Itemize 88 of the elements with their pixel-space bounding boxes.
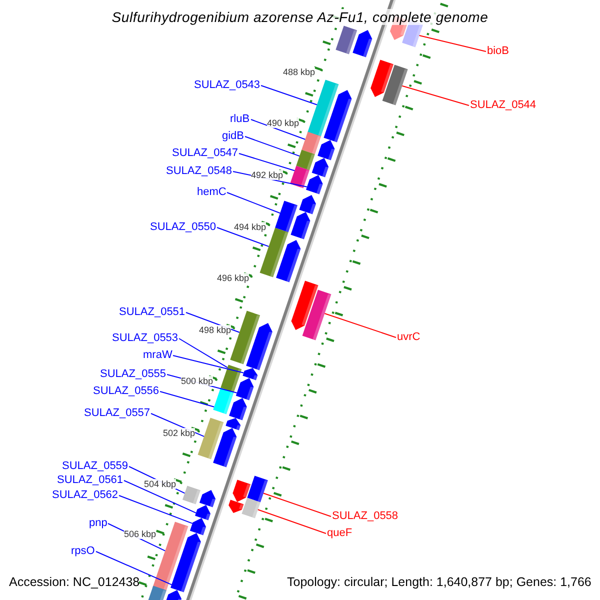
gene-block: [146, 586, 166, 600]
footer-text: Topology: circular; Length: 1,640,877 bp; Genes: 1,766: [287, 575, 592, 590]
gene-label: SULAZ_0548: [166, 164, 232, 178]
gene-block: [198, 418, 224, 460]
leader-line: [262, 492, 332, 517]
gene-block: [302, 132, 321, 154]
gene-block: [290, 166, 310, 188]
gene-block: [302, 290, 332, 340]
gene-block: [247, 476, 268, 502]
position-label: 504 kbp: [144, 478, 176, 488]
gene-label: gidB: [222, 130, 244, 142]
gene-pentagon: [324, 90, 352, 142]
gene-block: [220, 364, 242, 392]
leader-line: [260, 85, 318, 106]
gene-label: SULAZ_0557: [84, 406, 150, 420]
position-label: 492 kbp: [251, 170, 284, 180]
gene-label: SULAZ_0550: [150, 220, 216, 234]
leader-line: [226, 192, 281, 214]
position-label: 494 kbp: [234, 222, 266, 232]
footer-text: Accession: NC_012438: [9, 575, 140, 590]
gene-label: rpsO: [71, 544, 95, 558]
gene-pentagon: [213, 428, 237, 468]
gene-pentagon: [246, 323, 272, 370]
leader-line: [250, 119, 306, 140]
position-label: 496 kbp: [217, 272, 250, 282]
gene-pentagon: [352, 30, 372, 58]
gene-pentagon: [164, 590, 182, 600]
gene-label: uvrC: [397, 330, 420, 344]
leader-line: [418, 35, 486, 52]
gene-block: [242, 498, 260, 518]
gene-pentagon: [291, 280, 318, 330]
leader-line: [96, 551, 172, 586]
gene-pentagon: [195, 505, 210, 520]
gene-pentagon: [226, 418, 241, 430]
gene-block: [382, 64, 408, 106]
gene-pentagon: [318, 140, 335, 160]
gene-label: SULAZ_0561: [57, 474, 124, 486]
gene-block: [296, 150, 315, 170]
position-label: 506 kbp: [124, 528, 156, 538]
leader-line: [324, 312, 396, 338]
gene-label: mraW: [143, 348, 172, 362]
leader-line: [257, 509, 326, 534]
gene-pentagon: [228, 500, 244, 513]
gene-label: SULAZ_0559: [62, 460, 128, 472]
gene-label: SULAZ_0551: [119, 306, 186, 318]
gene-label: SULAZ_0547: [172, 146, 238, 160]
position-label: 498 kbp: [199, 324, 232, 334]
gene-label: pnp: [89, 516, 108, 530]
gene-pentagon: [306, 175, 323, 194]
gene-label: SULAZ_0555: [100, 368, 166, 380]
gene-pentagon: [242, 368, 258, 380]
leader-line: [172, 355, 244, 374]
leader-line: [402, 85, 470, 106]
gene-pentagon: [276, 240, 301, 282]
gene-block: [230, 310, 260, 364]
position-label: 500 kbp: [181, 376, 214, 386]
gene-label: SULAZ_0558: [332, 510, 398, 522]
gene-pentagon: [312, 158, 329, 178]
leader-line: [118, 495, 193, 524]
gene-pentagon: [299, 195, 316, 214]
gene-block: [336, 26, 358, 54]
position-label: 502 kbp: [163, 428, 196, 438]
gene-label: SULAZ_0543: [194, 78, 260, 92]
leader-line: [160, 391, 215, 408]
gene-pentagon: [190, 518, 206, 536]
gene-label: bioB: [487, 44, 510, 58]
leader-line: [238, 153, 296, 172]
gene-label: SULAZ_0553: [112, 332, 178, 344]
gene-label: queF: [327, 526, 352, 540]
gene-block: [182, 486, 200, 504]
leader-line: [216, 227, 270, 247]
leader-line: [124, 480, 196, 514]
gene-label: SULAZ_0562: [52, 488, 118, 502]
gene-pentagon: [290, 212, 310, 240]
gene-label: rluB: [230, 112, 250, 126]
gene-label: SULAZ_0544: [470, 98, 536, 112]
leader-line: [178, 338, 228, 368]
gene-block: [213, 388, 234, 414]
gene-pentagon: [232, 480, 251, 502]
position-label: 488 kbp: [283, 66, 316, 76]
position-label: 490 kbp: [267, 118, 300, 128]
gene-pentagon: [199, 490, 216, 508]
gene-label: SULAZ_0556: [93, 384, 160, 398]
gene-pentagon: [370, 60, 394, 97]
gene-label: hemC: [197, 186, 226, 198]
leader-line: [244, 136, 300, 157]
gene-block: [307, 80, 339, 138]
gene-pentagon: [170, 533, 201, 592]
